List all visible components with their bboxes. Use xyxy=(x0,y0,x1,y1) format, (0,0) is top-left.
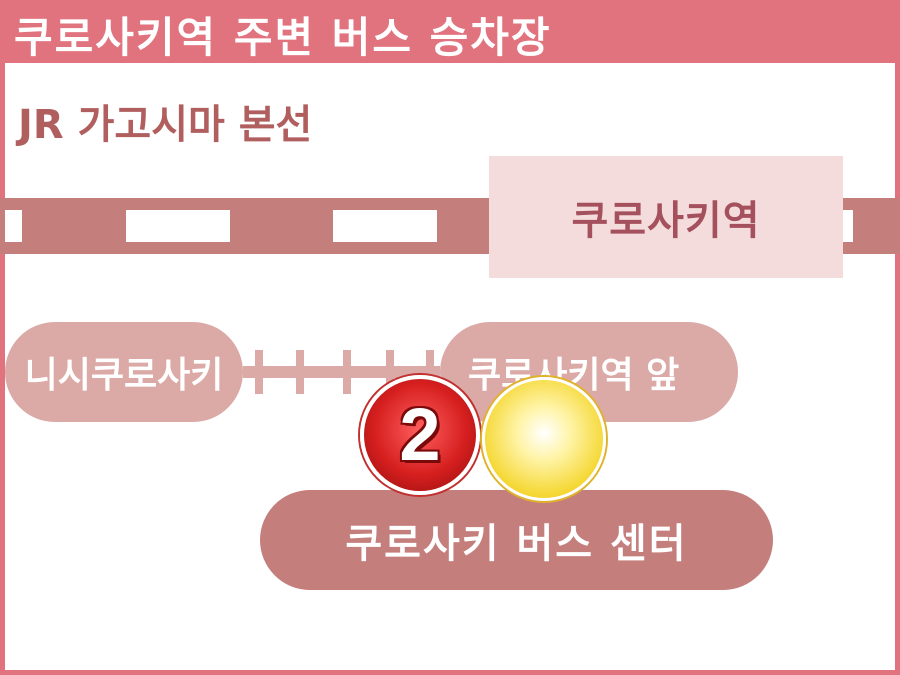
stop-connector-tick xyxy=(386,350,394,394)
stop-kurosaki-station-front[interactable]: 쿠로사키역 앞 xyxy=(440,322,738,422)
stop-connector-tick xyxy=(255,350,263,394)
stop-kurosaki-bus-center-label: 쿠로사키 버스 센터 xyxy=(345,521,688,567)
bus-stop-number: 2 xyxy=(399,393,441,476)
railway-track-gap xyxy=(333,210,437,242)
page-title: 쿠로사키역 주변 버스 승차장 xyxy=(14,13,552,62)
station-box[interactable]: 쿠로사키역 xyxy=(489,156,843,278)
bus-stop-yellow-marker-icon[interactable] xyxy=(482,377,606,501)
stop-kurosaki-bus-center[interactable]: 쿠로사키 버스 센터 xyxy=(260,490,773,590)
stop-nishi-kurosaki[interactable]: 니시쿠로사키 xyxy=(5,322,243,422)
title-bar: 쿠로사키역 주변 버스 승차장 xyxy=(0,0,900,63)
bus-stop-number-marker-icon[interactable]: 2 xyxy=(360,375,480,495)
railway-track-gap xyxy=(843,210,853,242)
railway-track-gap xyxy=(126,210,230,242)
stop-connector-tick xyxy=(343,350,351,394)
railway-track-gap xyxy=(5,210,22,242)
stop-connector-tick xyxy=(296,350,304,394)
station-label: 쿠로사키역 xyxy=(571,198,761,244)
stop-nishi-kurosaki-label: 니시쿠로사키 xyxy=(24,355,224,396)
stop-connector-tick xyxy=(426,350,434,394)
rail-line-name: JR 가고시마 본선 xyxy=(18,102,313,148)
